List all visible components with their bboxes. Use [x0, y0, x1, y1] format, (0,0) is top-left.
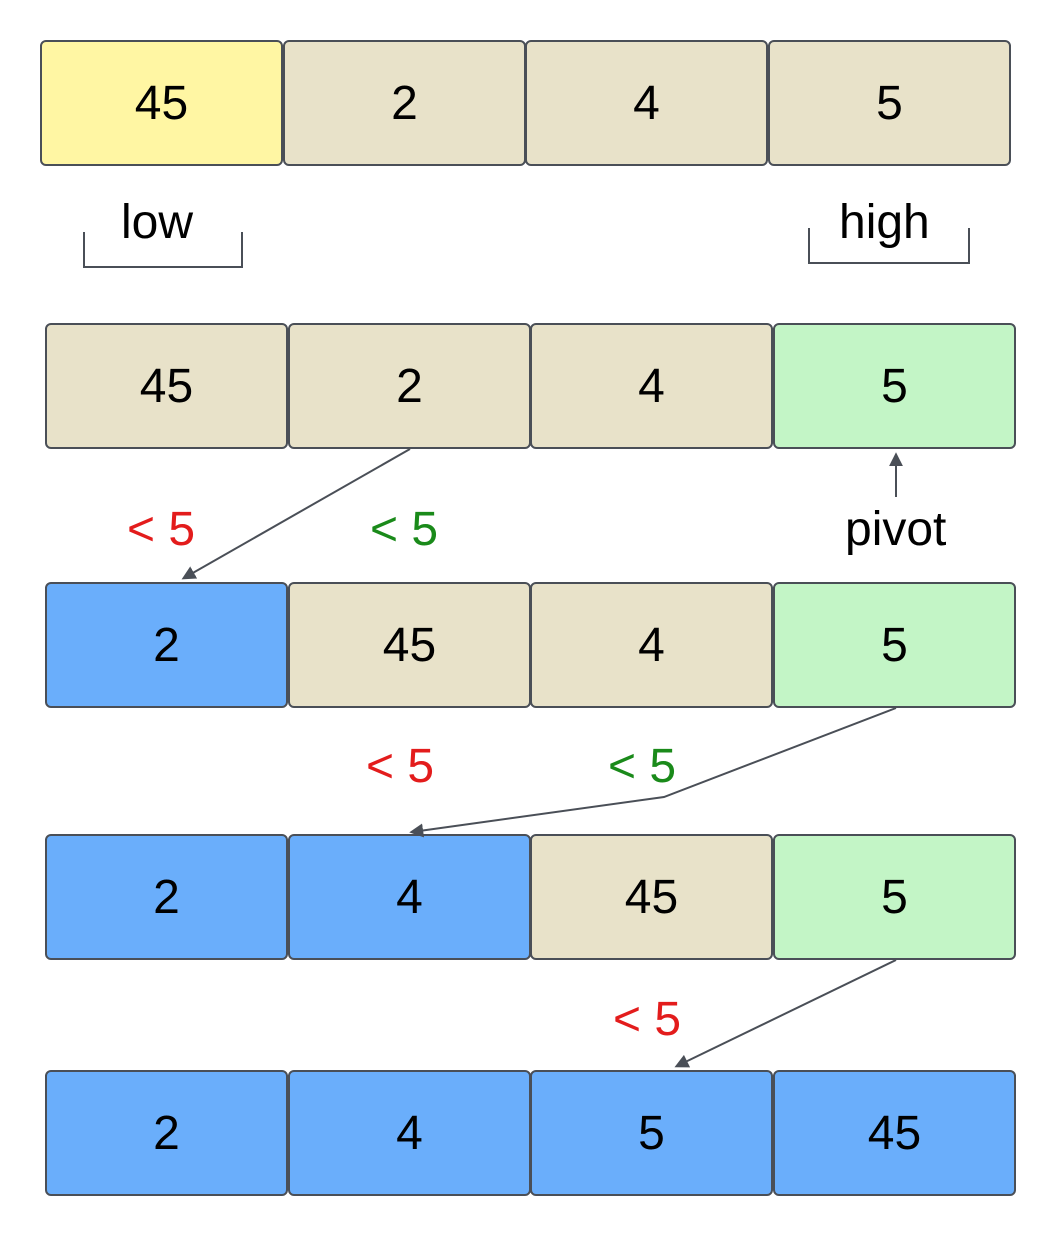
array-cell: 45 — [773, 1070, 1016, 1196]
array-cell: 4 — [530, 323, 773, 449]
array-cell: 5 — [773, 582, 1016, 708]
compare-label-green-2: < 5 — [608, 740, 677, 793]
array-cell: 45 — [530, 834, 773, 960]
array-cell: 45 — [288, 582, 531, 708]
array-cell: 2 — [45, 1070, 288, 1196]
array-cell: 5 — [773, 834, 1016, 960]
compare-label-red-3: < 5 — [613, 993, 682, 1046]
compare-label-green-1: < 5 — [370, 503, 439, 556]
array-cell: 5 — [530, 1070, 773, 1196]
array-cell: 5 — [773, 323, 1016, 449]
array-cell: 4 — [525, 40, 768, 166]
compare-label-red-1: < 5 — [127, 503, 196, 556]
compare-label-red-2: < 5 — [366, 740, 435, 793]
array-cell: 4 — [288, 1070, 531, 1196]
array-cell: 45 — [40, 40, 283, 166]
pivot-label: pivot — [845, 503, 947, 556]
array-cell: 2 — [45, 582, 288, 708]
array-cell: 2 — [288, 323, 531, 449]
array-cell: 4 — [288, 834, 531, 960]
swap-arrow-3 — [674, 959, 897, 1068]
low-label: low — [121, 196, 194, 249]
array-cell: 2 — [283, 40, 526, 166]
high-label: high — [839, 196, 930, 249]
array-cell: 5 — [768, 40, 1011, 166]
array-cell: 2 — [45, 834, 288, 960]
array-cell: 4 — [530, 582, 773, 708]
array-cell: 45 — [45, 323, 288, 449]
